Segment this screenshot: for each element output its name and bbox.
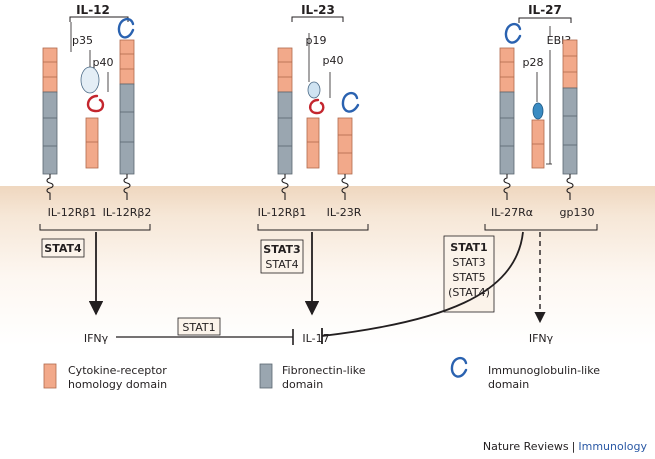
il12-stat-1: STAT4 bbox=[44, 242, 82, 255]
il27-inhibition-curve bbox=[321, 231, 524, 337]
legend-ig-line2: domain bbox=[488, 378, 529, 391]
credit-publisher: Nature Reviews bbox=[482, 440, 569, 453]
fibronectin-domain bbox=[562, 87, 578, 175]
p28-subunit bbox=[532, 102, 544, 120]
il23-stat-box bbox=[260, 239, 304, 274]
chr-domain bbox=[499, 47, 515, 93]
stat1-box bbox=[177, 317, 221, 336]
il27ra-receptor bbox=[499, 22, 522, 200]
il27-stat-4: (STAT4) bbox=[448, 286, 490, 299]
p40-label: p40 bbox=[93, 56, 114, 69]
p19-label: p19 bbox=[306, 34, 327, 47]
legend-item-chr: Cytokine-receptor homology domain bbox=[43, 363, 167, 391]
il12-complex: IL-12 bbox=[39, 3, 152, 345]
legend-item-immunoglobulin: Immunoglobulin-like domain bbox=[450, 356, 600, 391]
gp130-label: gp130 bbox=[560, 206, 595, 219]
immunoglobulin-domain-icon bbox=[341, 91, 360, 113]
il12-bracket bbox=[69, 16, 129, 22]
cell-membrane-region bbox=[0, 186, 655, 406]
il12rb1-receptor bbox=[42, 47, 58, 200]
chr-domain bbox=[119, 39, 135, 85]
il23-receptor-bracket bbox=[257, 224, 369, 231]
transmembrane-segment bbox=[503, 174, 511, 200]
chr-domain bbox=[277, 47, 293, 93]
il12rb1-label: IL-12Rβ1 bbox=[258, 206, 307, 219]
il12rb1-label: IL-12Rβ1 bbox=[48, 206, 97, 219]
il12-output: IFNγ bbox=[84, 332, 109, 345]
legend-fn-line2: domain bbox=[282, 378, 323, 391]
transmembrane-segment bbox=[123, 174, 131, 200]
p40-chr-domain bbox=[306, 117, 320, 169]
il27-title: IL-27 bbox=[528, 3, 562, 17]
il23-output: IL-17 bbox=[302, 332, 329, 345]
p28-label: p28 bbox=[523, 56, 544, 69]
il23-title: IL-23 bbox=[301, 3, 335, 17]
il12-title: IL-12 bbox=[76, 3, 110, 17]
fibronectin-domain bbox=[119, 83, 135, 175]
il27-receptor-bracket bbox=[484, 224, 598, 231]
chr-domain bbox=[337, 117, 353, 175]
p40-label: p40 bbox=[323, 54, 344, 67]
il27-stat-2: STAT3 bbox=[452, 256, 485, 269]
transmembrane-segment bbox=[341, 174, 349, 200]
credit-separator: | bbox=[571, 440, 576, 453]
il12rb2-receptor bbox=[117, 17, 135, 200]
legend-ig-line1: Immunoglobulin-like bbox=[488, 364, 600, 377]
fibronectin-domain bbox=[277, 91, 293, 175]
il23-complex: IL-23 p19 p40 bbox=[257, 3, 369, 345]
stat1-inhibition: STAT1 bbox=[116, 317, 294, 345]
il27-stat-box bbox=[443, 235, 495, 313]
il27-stat-3: STAT5 bbox=[452, 271, 485, 284]
gp130-receptor bbox=[562, 39, 578, 200]
stat1-label: STAT1 bbox=[182, 321, 215, 334]
legend-chr-line2: homology domain bbox=[68, 378, 167, 391]
transmembrane-segment bbox=[281, 174, 289, 200]
legend-item-fibronectin: Fibronectin-like domain bbox=[259, 363, 366, 391]
il27-stat-1: STAT1 bbox=[450, 241, 487, 254]
immunoglobulin-domain-icon bbox=[309, 98, 325, 115]
il27-complex: IL-27 EBI3 p28 bbox=[321, 3, 598, 345]
il23-bracket bbox=[291, 16, 344, 22]
p35-label: p35 bbox=[72, 34, 93, 47]
transmembrane-segment bbox=[46, 174, 54, 200]
legend: Cytokine-receptor homology domain Fibron… bbox=[43, 356, 600, 391]
immunoglobulin-domain-icon bbox=[450, 356, 468, 378]
credit-journal: Immunology bbox=[578, 440, 647, 453]
legend-chr-line1: Cytokine-receptor bbox=[68, 364, 167, 377]
p35-subunit bbox=[80, 66, 100, 94]
p19-subunit bbox=[307, 81, 321, 99]
immunoglobulin-domain-icon bbox=[504, 22, 522, 44]
immunoglobulin-domain-icon bbox=[86, 94, 105, 113]
fibronectin-domain bbox=[499, 91, 515, 175]
il12rb2-label: IL-12Rβ2 bbox=[103, 206, 152, 219]
il23r-receptor bbox=[337, 91, 360, 200]
immunoglobulin-domain-icon bbox=[117, 17, 135, 39]
il12-receptor-bracket bbox=[39, 224, 151, 231]
chr-domain bbox=[42, 47, 58, 93]
il23-stat-1: STAT3 bbox=[263, 243, 300, 256]
fibronectin-swatch-icon bbox=[259, 363, 273, 389]
fibronectin-domain bbox=[42, 91, 58, 175]
il27ra-label: IL-27Rα bbox=[491, 206, 533, 219]
il27-output: IFNγ bbox=[529, 332, 554, 345]
chr-domain bbox=[562, 39, 578, 89]
il23r-label: IL-23R bbox=[327, 206, 362, 219]
transmembrane-segment bbox=[566, 174, 574, 200]
chr-swatch-icon bbox=[43, 363, 57, 389]
p40-chr-domain bbox=[85, 117, 99, 169]
il12rb1-receptor bbox=[277, 47, 293, 200]
il12-stat-box bbox=[41, 238, 85, 258]
il27-bracket bbox=[518, 17, 572, 23]
journal-credit: Nature Reviews|Immunology bbox=[483, 440, 647, 453]
legend-fn-line1: Fibronectin-like bbox=[282, 364, 366, 377]
il23-stat-2: STAT4 bbox=[265, 258, 298, 271]
